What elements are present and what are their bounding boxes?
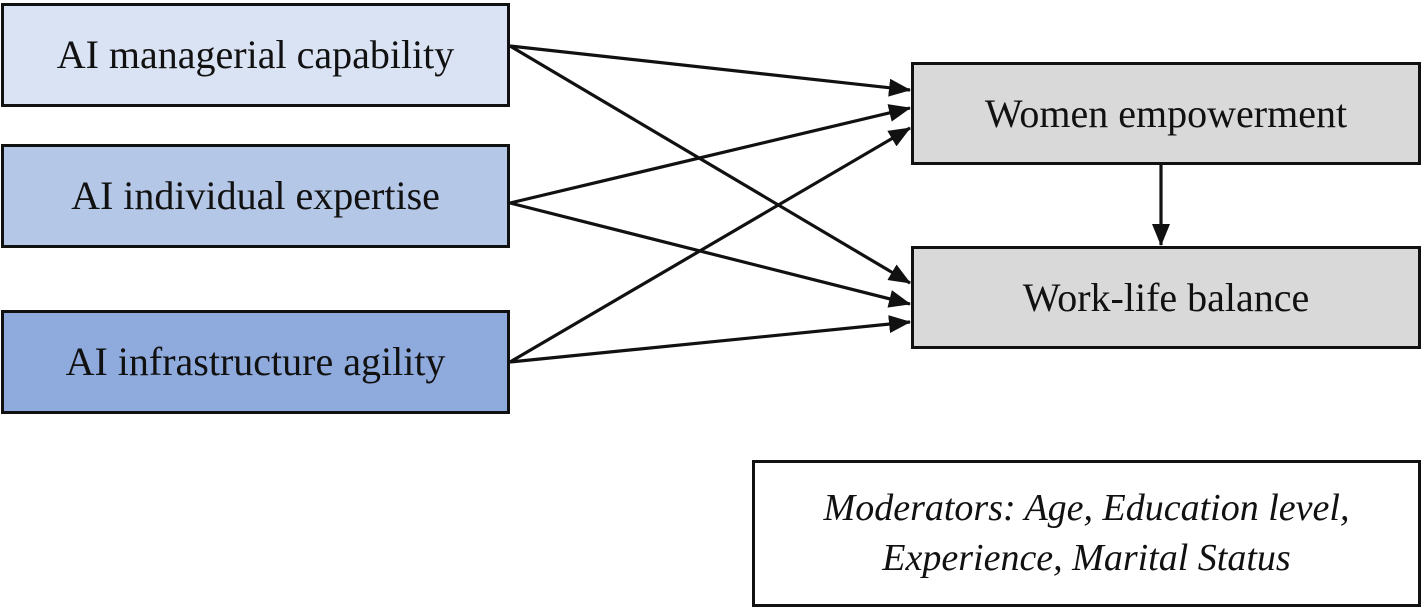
node-label: AI infrastructure agility xyxy=(65,339,446,384)
arrow-managerial-to-empowerment xyxy=(509,44,911,97)
arrow-managerial-to-worklife xyxy=(509,44,911,285)
node-work-life-balance: Work-life balance xyxy=(911,246,1421,349)
node-ai-managerial-capability: AI managerial capability xyxy=(1,3,510,107)
arrow-infrastructure-to-empowerment xyxy=(509,126,911,364)
node-ai-infrastructure-agility: AI infrastructure agility xyxy=(1,310,510,414)
node-label: Work-life balance xyxy=(1022,274,1310,320)
node-women-empowerment: Women empowerment xyxy=(911,62,1421,165)
node-label: AI managerial capability xyxy=(56,32,455,77)
node-label: Women empowerment xyxy=(984,90,1348,136)
node-label: AI individual expertise xyxy=(71,173,440,218)
node-moderators: Moderators: Age, Education level, Experi… xyxy=(752,460,1421,607)
moderators-line-1: Moderators: Age, Education level, xyxy=(823,487,1350,530)
arrow-individual-to-worklife xyxy=(509,201,911,308)
arrow-individual-to-empowerment xyxy=(509,104,911,205)
arrow-infrastructure-to-worklife xyxy=(509,315,911,364)
node-ai-individual-expertise: AI individual expertise xyxy=(1,144,510,248)
moderators-line-2: Experience, Marital Status xyxy=(882,536,1291,579)
